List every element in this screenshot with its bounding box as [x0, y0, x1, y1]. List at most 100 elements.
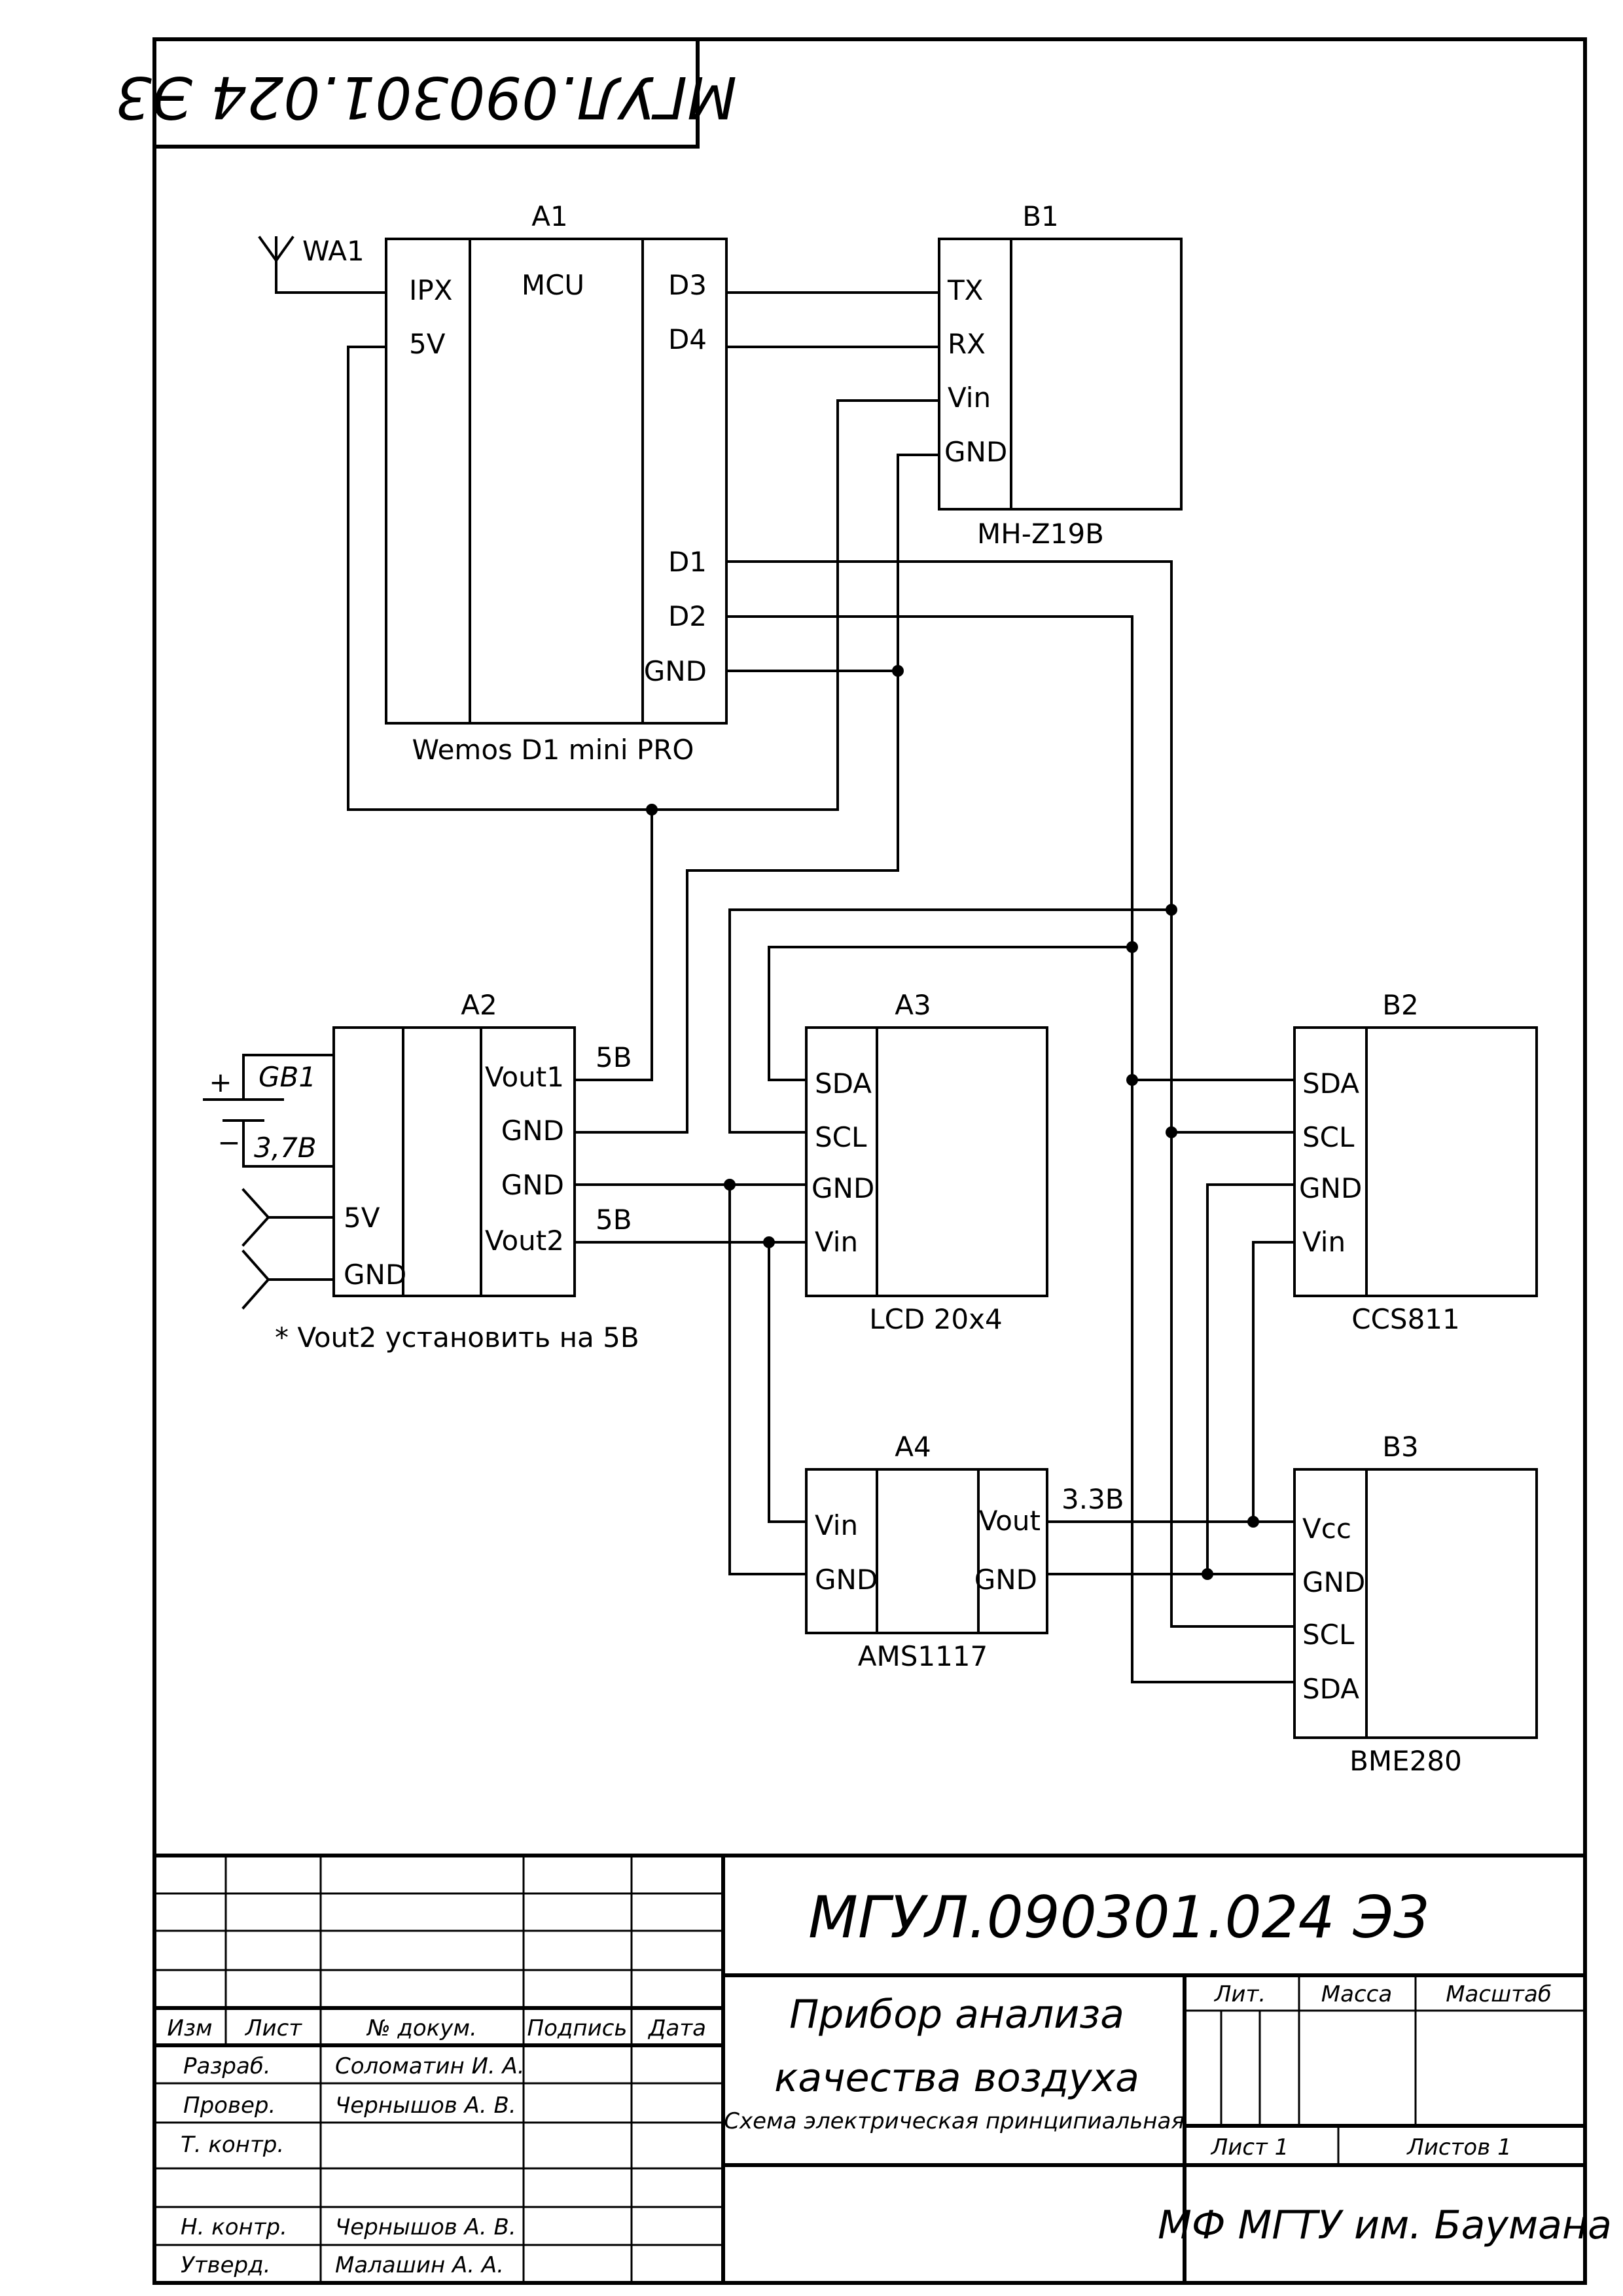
- header-date: Дата: [647, 2015, 706, 2041]
- b2-pin-vin: Vin: [1302, 1226, 1346, 1258]
- net-label-5v-vout1: 5В: [596, 1041, 632, 1073]
- header-doc: № докум.: [366, 2015, 477, 2041]
- a1-pin-d4: D4: [668, 323, 707, 355]
- mass-label: Масса: [1321, 1981, 1392, 2007]
- row-name-razrab: Соломатин И. А.: [335, 2053, 525, 2079]
- b3-pin-sda: SDA: [1302, 1673, 1359, 1705]
- row-role-razrab: Разраб.: [183, 2053, 271, 2079]
- a1-body: [385, 238, 728, 725]
- a2-pin-gnd: GND: [344, 1259, 406, 1291]
- battery-gb1: + − GB1 3,7В: [203, 1054, 335, 1168]
- component-b1: B1 TX RX Vin GND MH-Z19B: [938, 200, 1183, 550]
- a2-pin-vout1: Vout1: [485, 1061, 564, 1093]
- b3-name: BME280: [1349, 1745, 1462, 1777]
- a4-pin-vin: Vin: [815, 1509, 858, 1541]
- a4-body: [805, 1468, 1048, 1634]
- gb1-minus: −: [217, 1126, 240, 1158]
- title-subtitle: Схема электрическая принципиальная: [724, 2108, 1185, 2134]
- a2-pin-vout2: Vout2: [485, 1225, 564, 1257]
- antenna-wa1: WA1: [258, 235, 387, 294]
- row-role-tkontr: Т. контр.: [181, 2132, 284, 2158]
- a3-pin-scl: SCL: [815, 1121, 867, 1153]
- a3-name: LCD 20x4: [869, 1303, 1002, 1335]
- title-block: Изм Лист № докум. Подпись Дата Разраб. С…: [154, 1854, 1612, 2283]
- a1-pin-d1: D1: [668, 546, 707, 578]
- b1-name: MH-Z19B: [977, 518, 1104, 550]
- a2-ref: A2: [461, 989, 497, 1021]
- junction-dots: [646, 665, 1259, 1580]
- a2-pin-gnd1: GND: [501, 1115, 564, 1147]
- a3-pin-gnd: GND: [812, 1172, 874, 1204]
- doc-code: МГУЛ.090301.024 Э3: [808, 1884, 1430, 1951]
- row-name-prover: Чернышов А. В.: [335, 2092, 516, 2119]
- a3-body: [805, 1026, 1048, 1297]
- row-name-nkontr: Чернышов А. В.: [335, 2214, 516, 2240]
- b1-pin-rx: RX: [948, 328, 986, 360]
- a2-body: [332, 1026, 576, 1297]
- b2-pin-sda: SDA: [1302, 1067, 1359, 1100]
- b2-name: CCS811: [1351, 1303, 1459, 1335]
- b1-pin-gnd: GND: [944, 436, 1007, 468]
- b3-pin-vcc: Vcc: [1302, 1513, 1351, 1545]
- b2-pin-scl: SCL: [1302, 1121, 1355, 1153]
- a3-pin-sda: SDA: [815, 1067, 872, 1100]
- header-izm: Изм: [167, 2015, 212, 2041]
- input-connectors: [241, 1188, 335, 1310]
- a1-ref: A1: [531, 200, 567, 232]
- org-name: МФ МГТУ им. Баумана: [1158, 2202, 1612, 2248]
- b2-pin-gnd: GND: [1299, 1172, 1362, 1204]
- scale-label: Масштаб: [1446, 1981, 1552, 2007]
- b1-body: [938, 238, 1183, 511]
- a1-pin-5v: 5V: [409, 328, 446, 360]
- row-role-prover: Провер.: [183, 2092, 276, 2119]
- component-b3: B3 Vcc GND SCL SDA BME280: [1293, 1431, 1538, 1777]
- component-b2: B2 SDA SCL GND Vin CCS811: [1293, 989, 1538, 1335]
- a4-pin-vout: Vout: [979, 1505, 1041, 1537]
- a1-pin-ipx: IPX: [409, 274, 453, 306]
- title-line2: качества воздуха: [774, 2055, 1139, 2101]
- b3-body: [1293, 1468, 1538, 1739]
- b3-ref: B3: [1382, 1431, 1419, 1463]
- top-stamp: МГУЛ.090301.024 Э3: [115, 39, 737, 149]
- component-a4: A4 Vin GND Vout GND AMS1117: [805, 1431, 1048, 1672]
- wa1-ref: WA1: [302, 235, 365, 267]
- b1-pin-tx: TX: [947, 274, 983, 306]
- title-line1: Прибор анализа: [789, 1992, 1124, 2037]
- component-a2: A2 5V GND Vout1 GND GND Vout2 * Vout2 ус…: [275, 989, 639, 1354]
- row-name-utverd: Малашин А. А.: [335, 2252, 504, 2278]
- row-role-utverd: Утверд.: [181, 2252, 270, 2278]
- header-sign: Подпись: [527, 2015, 628, 2041]
- a4-pin-gnd: GND: [815, 1564, 878, 1596]
- a1-pin-gnd: GND: [644, 655, 707, 687]
- gb1-voltage: 3,7В: [254, 1132, 317, 1164]
- b2-ref: B2: [1382, 989, 1419, 1021]
- component-a3: A3 SDA SCL GND Vin LCD 20x4: [805, 989, 1048, 1335]
- a3-ref: A3: [895, 989, 931, 1021]
- b3-pin-gnd: GND: [1302, 1566, 1365, 1598]
- b3-pin-scl: SCL: [1302, 1619, 1355, 1651]
- a1-pin-d3: D3: [668, 269, 707, 301]
- component-a1: A1 MCU IPX 5V D3 D4 D1 D2 GND Wemos D1 m…: [385, 200, 728, 766]
- a2-pin-gnd2: GND: [501, 1169, 564, 1201]
- gb1-plus: +: [209, 1066, 232, 1098]
- a1-pin-d2: D2: [668, 600, 707, 632]
- lit-label: Лит.: [1213, 1981, 1266, 2007]
- b1-ref: B1: [1022, 200, 1059, 232]
- a1-name: Wemos D1 mini PRO: [412, 734, 694, 766]
- a4-pin-gnd2: GND: [974, 1564, 1037, 1596]
- a4-ref: A4: [895, 1431, 931, 1463]
- sheet-label: Лист 1: [1210, 2134, 1289, 2161]
- a1-core-label: MCU: [522, 269, 584, 301]
- b2-body: [1293, 1026, 1538, 1297]
- wires: [347, 291, 1296, 1683]
- drawing-frame: [152, 37, 1587, 2285]
- net-label-3v3: 3.3В: [1061, 1483, 1124, 1515]
- b1-pin-vin: Vin: [948, 382, 991, 414]
- sheets-label: Листов 1: [1406, 2134, 1511, 2161]
- top-stamp-code: МГУЛ.090301.024 Э3: [115, 63, 737, 131]
- a2-note: * Vout2 установить на 5В: [275, 1321, 639, 1354]
- a2-pin-5v: 5V: [344, 1202, 380, 1234]
- a3-pin-vin: Vin: [815, 1226, 858, 1258]
- header-list: Лист: [244, 2015, 302, 2041]
